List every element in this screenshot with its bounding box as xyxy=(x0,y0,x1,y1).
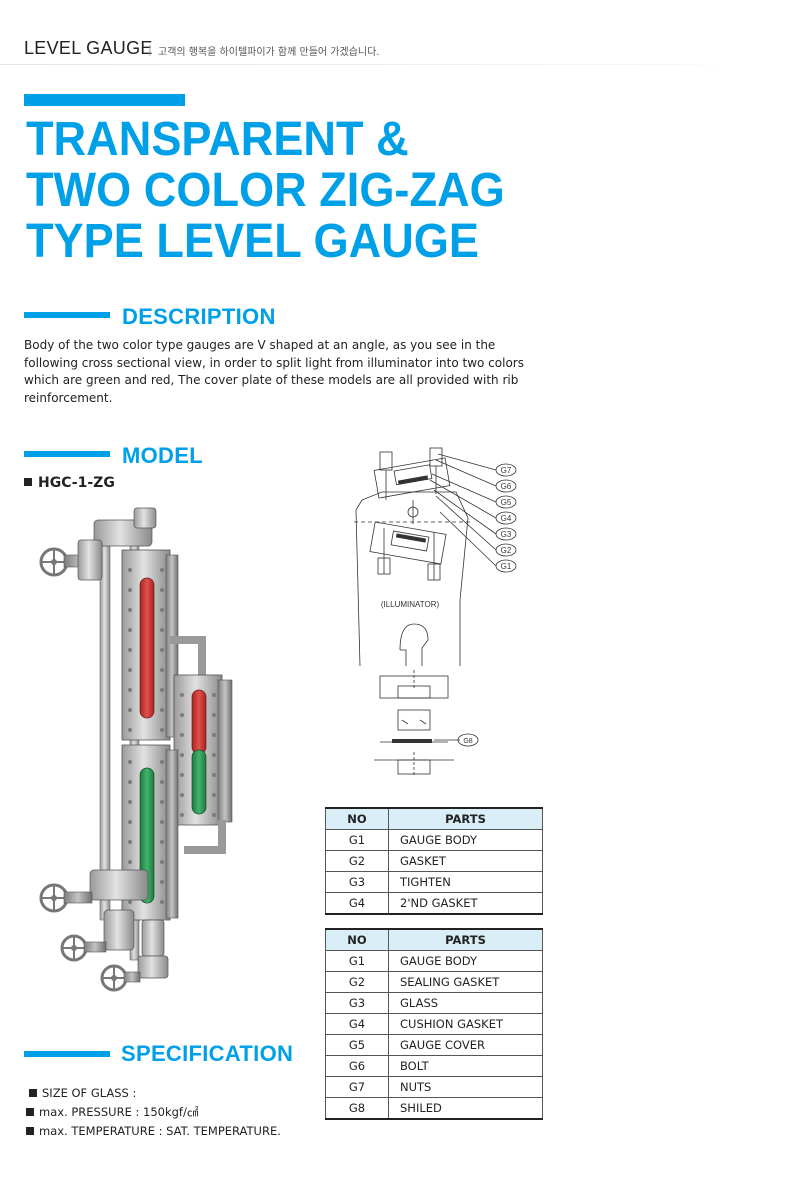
column-header-parts: PARTS xyxy=(388,928,543,951)
cell-part: TIGHTEN xyxy=(388,871,543,893)
model-accent-bar xyxy=(24,451,110,457)
cell-no: G1 xyxy=(325,950,389,972)
cell-no: G6 xyxy=(325,1055,389,1077)
column-header-no: NO xyxy=(325,807,389,830)
cell-part: SHILED xyxy=(388,1097,543,1120)
bullet-square-icon xyxy=(26,1108,34,1116)
cell-part: GLASS xyxy=(388,992,543,1014)
description-text: Body of the two color type gauges are V … xyxy=(24,338,524,405)
bullet-square-icon xyxy=(29,1089,37,1097)
cell-part: BOLT xyxy=(388,1055,543,1077)
cell-no: G1 xyxy=(325,829,389,851)
callout-g2-label: G2 xyxy=(501,546,512,555)
illuminator-label: (ILLUMINATOR) xyxy=(381,600,440,609)
page-title-line-3: TYPE LEVEL GAUGE xyxy=(26,215,479,268)
page-header: LEVEL GAUGE | 고객의 행복을 하이텔파이가 함께 만들어 가겠습니… xyxy=(0,0,800,64)
column-header-parts: PARTS xyxy=(388,807,543,830)
title-accent-bar xyxy=(24,94,185,106)
cell-part: GASKET xyxy=(388,850,543,872)
cell-part: GAUGE COVER xyxy=(388,1034,543,1056)
cell-no: G3 xyxy=(325,871,389,893)
cross-section-diagram: G7 G6 G5 G4 G3 G2 G1 G8 (ILLUMINATOR) xyxy=(354,447,517,776)
bullet-square-icon xyxy=(26,1127,34,1135)
table-header-row: NO PARTS xyxy=(325,807,543,830)
cell-part: NUTS xyxy=(388,1076,543,1098)
model-heading: MODEL xyxy=(122,443,203,468)
spec-max-temperature: max. TEMPERATURE : SAT. TEMPERATURE. xyxy=(39,1124,281,1138)
callout-g7-label: G7 xyxy=(501,466,512,475)
cell-no: G4 xyxy=(325,1013,389,1035)
callout-g6-label: G6 xyxy=(501,482,512,491)
cell-no: G5 xyxy=(325,1034,389,1056)
cell-no: G3 xyxy=(325,992,389,1014)
specification-accent-bar xyxy=(24,1051,110,1057)
cell-no: G7 xyxy=(325,1076,389,1098)
cell-no: G4 xyxy=(325,892,389,915)
table-header-row: NO PARTS xyxy=(325,928,543,951)
spec-max-pressure: max. PRESSURE : 150kgf/㎠ xyxy=(39,1105,199,1119)
model-code: HGC-1-ZG xyxy=(24,475,115,491)
column-header-no: NO xyxy=(325,928,389,951)
cell-part: GAUGE BODY xyxy=(388,950,543,972)
specification-list: SIZE OF GLASS : max. PRESSURE : 150kgf/㎠… xyxy=(26,1084,281,1141)
header-subtitle: 고객의 행복을 하이텔파이가 함께 만들어 가겠습니다. xyxy=(158,47,380,58)
description-accent-bar xyxy=(24,312,110,318)
cell-no: G8 xyxy=(325,1097,389,1120)
page-title-line-1: TRANSPARENT & xyxy=(26,113,409,166)
header-divider xyxy=(0,64,760,65)
model-code-label: HGC-1-ZG xyxy=(38,475,115,491)
cell-part: SEALING GASKET xyxy=(388,971,543,993)
list-item: max. PRESSURE : 150kgf/㎠ xyxy=(26,1103,281,1122)
cell-part: 2'ND GASKET xyxy=(388,892,543,915)
header-title: LEVEL GAUGE xyxy=(24,38,153,58)
level-gauge-illustration xyxy=(39,507,233,992)
cell-part: CUSHION GASKET xyxy=(388,1013,543,1035)
specification-heading: SPECIFICATION xyxy=(121,1041,294,1066)
page-title-line-2: TWO COLOR ZIG-ZAG xyxy=(26,164,505,217)
callout-g3-label: G3 xyxy=(501,530,512,539)
page-title: TRANSPARENT & TWO COLOR ZIG-ZAG TYPE LEV… xyxy=(26,114,505,267)
callout-g4-label: G4 xyxy=(501,514,512,523)
spec-glass-size: SIZE OF GLASS : xyxy=(42,1086,137,1100)
cell-part: GAUGE BODY xyxy=(388,829,543,851)
callout-g5-label: G5 xyxy=(501,498,512,507)
callout-g8-label: G8 xyxy=(463,738,472,745)
header-separator: | xyxy=(148,43,152,56)
bullet-square-icon xyxy=(24,478,32,486)
cell-no: G2 xyxy=(325,971,389,993)
list-item: max. TEMPERATURE : SAT. TEMPERATURE. xyxy=(26,1122,281,1141)
callout-g1-label: G1 xyxy=(501,562,512,571)
cell-no: G2 xyxy=(325,850,389,872)
description-heading: DESCRIPTION xyxy=(122,304,276,329)
list-item: SIZE OF GLASS : xyxy=(26,1084,281,1103)
